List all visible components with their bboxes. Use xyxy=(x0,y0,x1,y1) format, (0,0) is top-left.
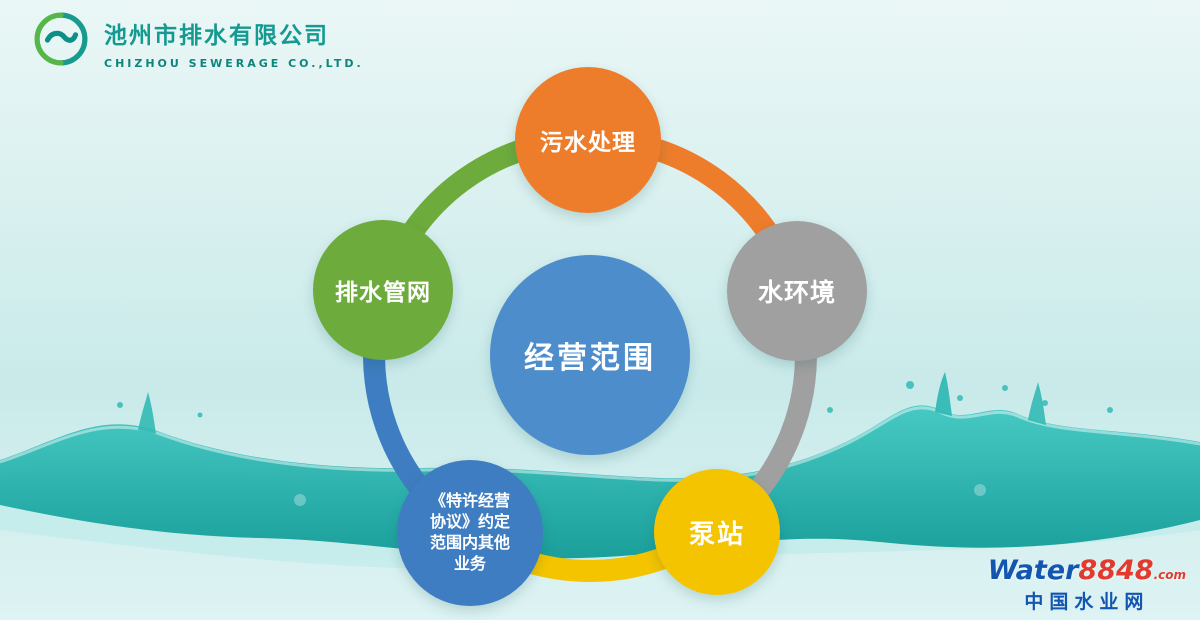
company-name-en: CHIZHOU SEWERAGE CO.,LTD. xyxy=(104,57,364,70)
node-pump-station: 泵站 xyxy=(654,469,780,595)
node-label: 《特许经营 协议》约定 范围内其他 业务 xyxy=(429,491,510,573)
node-label: 泵站 xyxy=(688,519,745,550)
water-splash-spike xyxy=(138,392,156,434)
node-drainage-network: 排水管网 xyxy=(313,220,453,360)
node-water-environment: 水环境 xyxy=(727,221,867,361)
node-business-scope-center: 经营范围 xyxy=(490,255,690,455)
watermark-site-name: 中国水业网 xyxy=(1024,591,1150,613)
node-label: 排水管网 xyxy=(335,280,431,306)
node-sewage-treatment: 污水处理 xyxy=(515,67,661,213)
water-main-wave xyxy=(0,405,1200,559)
node-label: 污水处理 xyxy=(540,130,636,156)
watermark-brand-water: Water xyxy=(987,555,1079,586)
water-splash-spike xyxy=(1028,382,1046,425)
node-label: 水环境 xyxy=(757,278,836,307)
node-other-business: 《特许经营 协议》约定 范围内其他 业务 xyxy=(397,460,543,606)
watermark-brand-8848: 8848 xyxy=(1078,555,1154,586)
water-droplets xyxy=(117,381,1113,418)
company-name-zh: 池州市排水有限公司 xyxy=(104,23,329,49)
company-names: 池州市排水有限公司 CHIZHOU SEWERAGE CO.,LTD. xyxy=(104,12,364,70)
watermark-brand: Water8848.com xyxy=(988,557,1186,584)
water-splash-spike xyxy=(935,372,952,416)
center-label: 经营范围 xyxy=(524,341,656,376)
watermark: Water8848.com 中国水业网 xyxy=(988,557,1186,614)
header: 池州市排水有限公司 CHIZHOU SEWERAGE CO.,LTD. xyxy=(34,12,364,70)
company-logo-icon xyxy=(34,12,88,66)
watermark-brand-com: .com xyxy=(1153,568,1186,582)
